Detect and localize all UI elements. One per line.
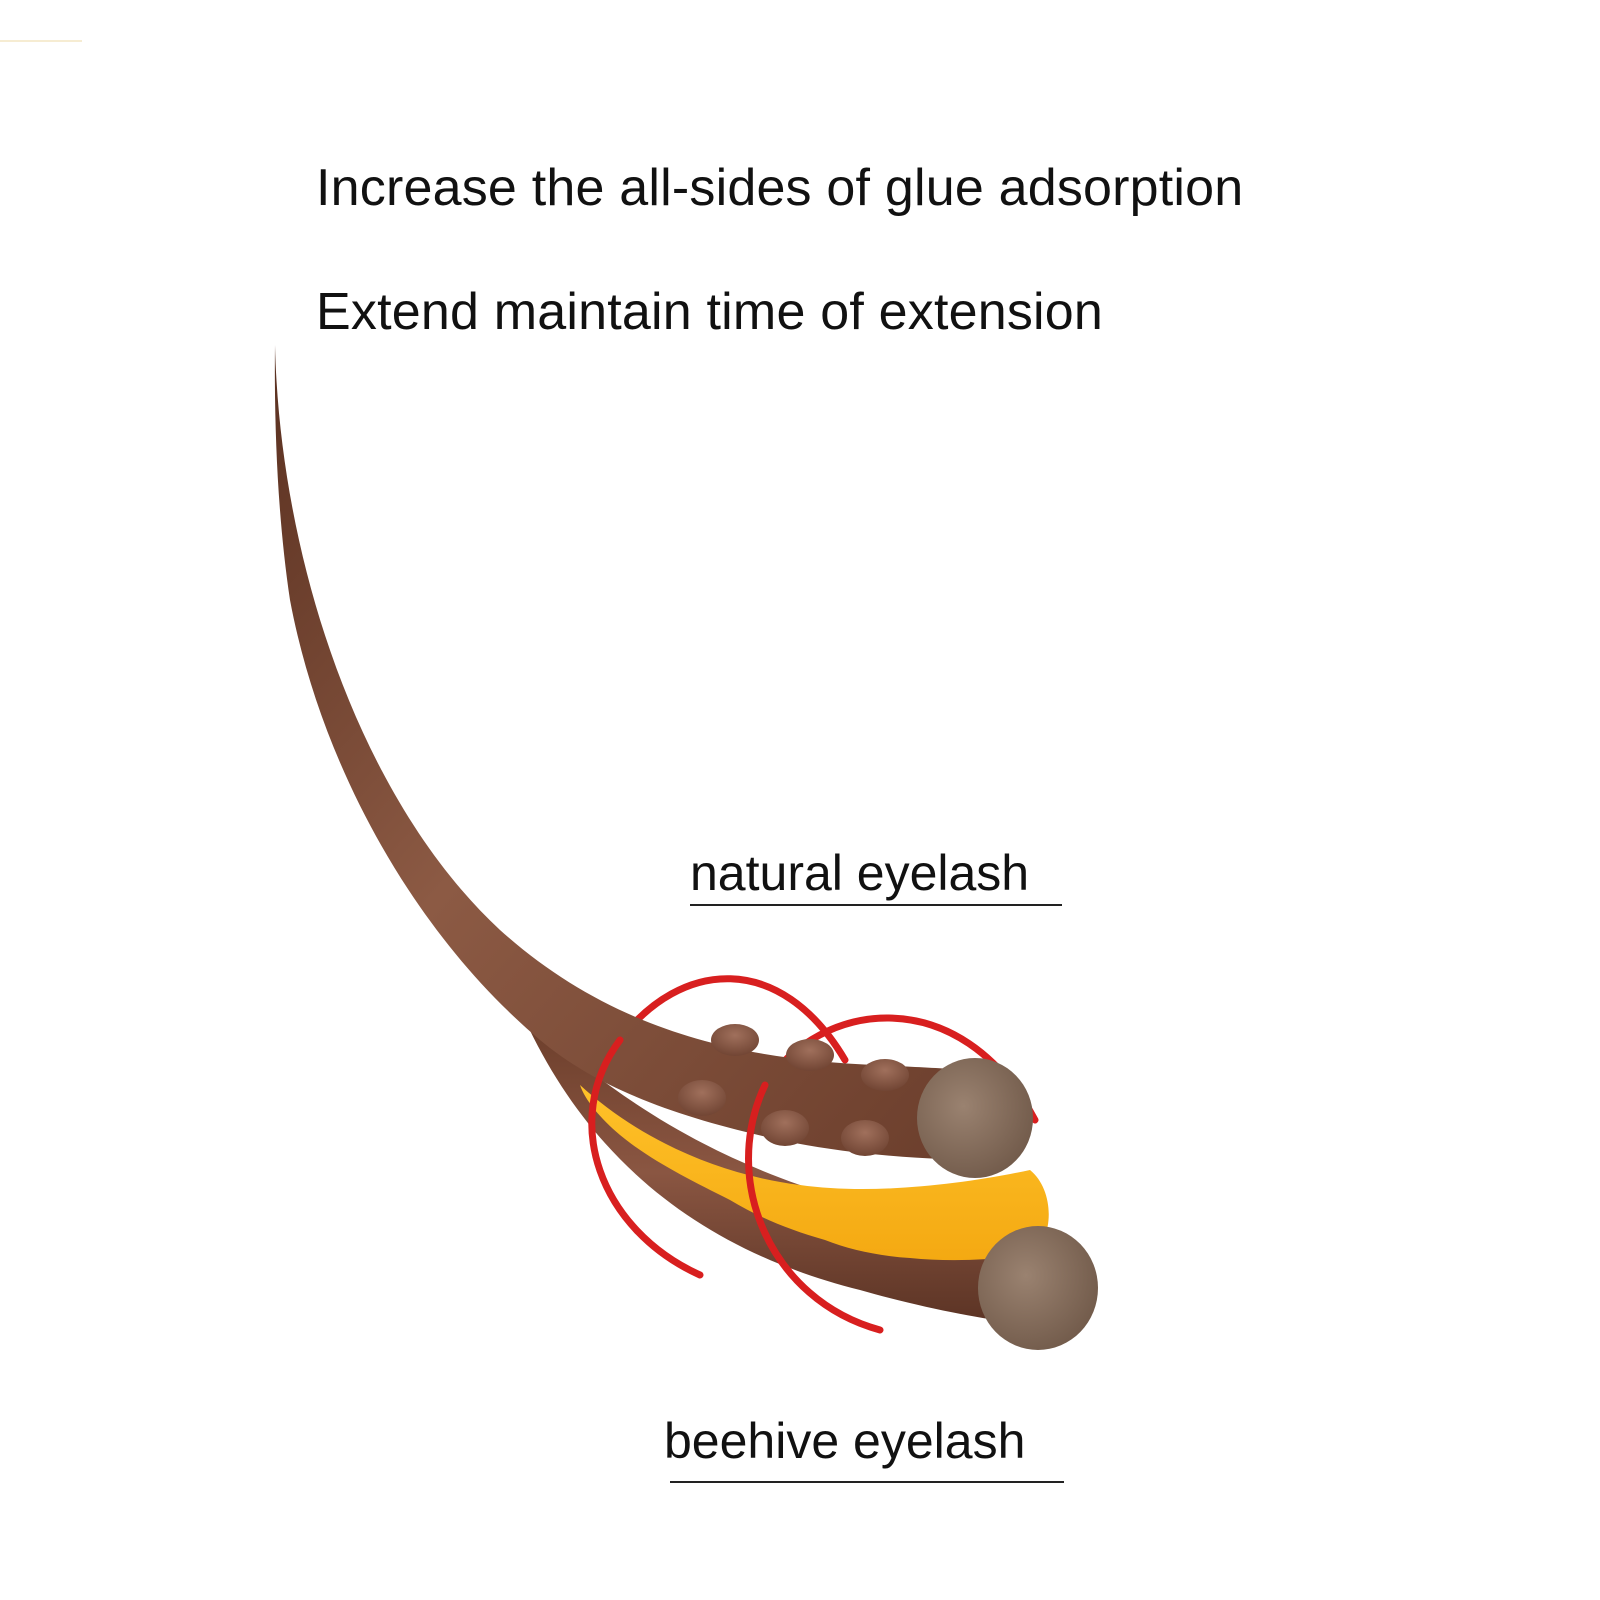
honeycomb-dot — [861, 1059, 909, 1091]
natural-eyelash-shaft — [274, 345, 1000, 1160]
honeycomb-dot — [711, 1024, 759, 1056]
glue-layer — [580, 1085, 1049, 1261]
beehive-eyelash-underline — [670, 1481, 1064, 1483]
natural-eyelash-label: natural eyelash — [690, 845, 1030, 901]
honeycomb-dot — [786, 1039, 834, 1071]
glue-ring-front-right — [745, 1081, 884, 1334]
honeycomb-dot — [678, 1080, 726, 1116]
honeycomb-dot — [761, 1110, 809, 1146]
natural-eyelash-tip — [917, 1058, 1033, 1178]
corner-mark — [0, 40, 82, 42]
beehive-eyelash-label: beehive eyelash — [664, 1413, 1026, 1469]
glue-ring-front-left — [588, 1036, 704, 1279]
headline-maintain-time: Extend maintain time of extension — [316, 283, 1104, 341]
natural-eyelash-underline — [690, 904, 1062, 906]
headline-glue-adsorption: Increase the all-sides of glue adsorptio… — [316, 159, 1244, 217]
honeycomb-dot — [841, 1120, 889, 1156]
beehive-eyelash-tip — [978, 1226, 1098, 1350]
glue-ring-back-left — [616, 975, 849, 1064]
